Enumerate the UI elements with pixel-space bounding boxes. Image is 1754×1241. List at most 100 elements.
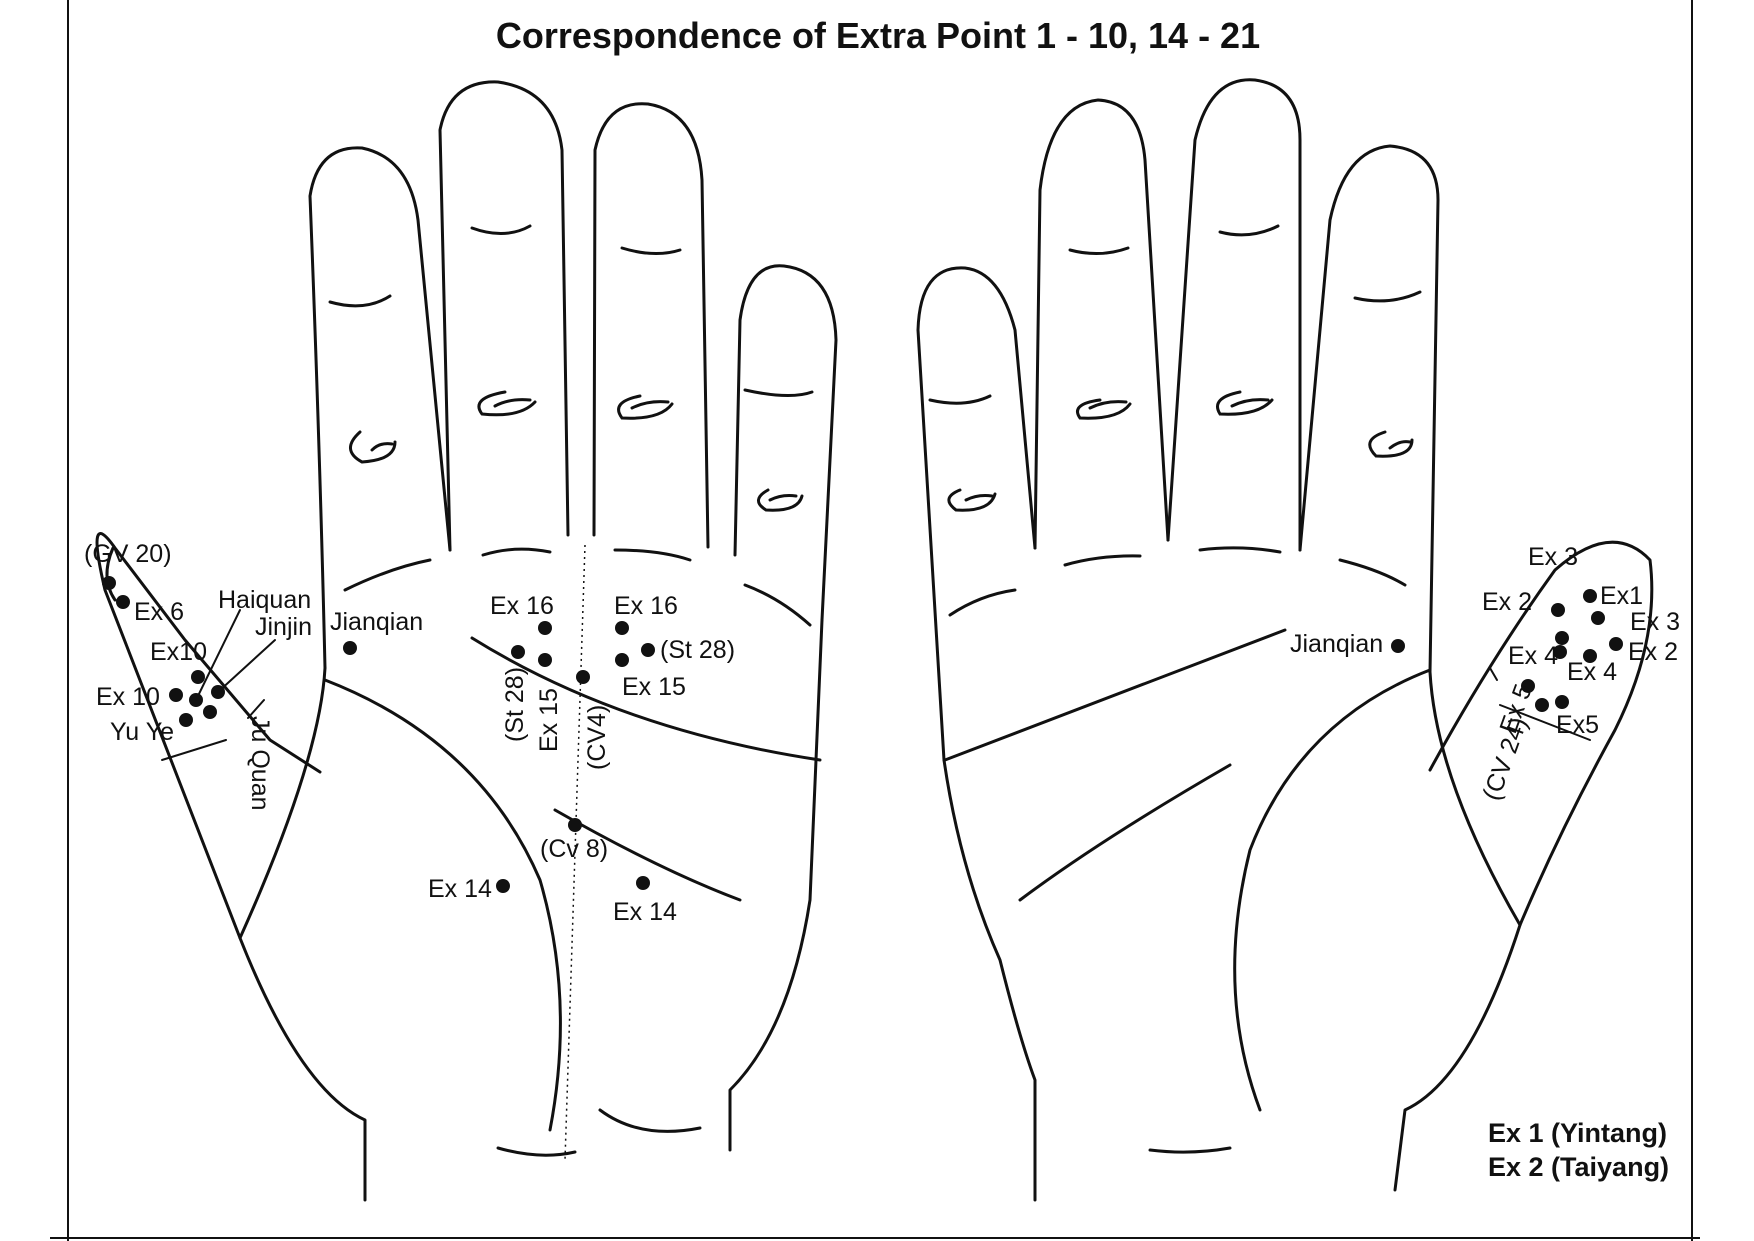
left-point-yu-ye xyxy=(179,713,193,727)
right-label-ex3-top: Ex 3 xyxy=(1528,543,1578,571)
left-label-cv4: (CV4) xyxy=(583,705,611,770)
right-middle-knuckle xyxy=(1216,390,1274,416)
right-label-cv24: (CV 24) xyxy=(1477,714,1533,805)
right-label-ex5-right: Ex5 xyxy=(1556,711,1599,739)
right-wrist-crease-1 xyxy=(1148,1146,1232,1154)
right-thumb-crease-1 xyxy=(1499,704,1591,741)
right-point-ex2-left xyxy=(1555,631,1569,645)
left-label-yu-ye: Yu Ye xyxy=(110,718,174,746)
left-label-ju-quan: Ju Quan xyxy=(246,716,274,811)
page-title: Correspondence of Extra Point 1 - 10, 14… xyxy=(496,15,1260,56)
left-ring-finger xyxy=(592,102,710,549)
left-point-cv4 xyxy=(576,670,590,684)
legend-line-2: Ex 2 (Taiyang) xyxy=(1488,1152,1669,1182)
right-label-ex1: Ex1 xyxy=(1600,582,1643,610)
left-label-ex15-left: Ex 15 xyxy=(535,688,563,752)
right-little-knuckle xyxy=(947,488,997,512)
right-label-ex4-right: Ex 4 xyxy=(1567,658,1617,686)
left-point-ex16-left xyxy=(538,621,552,635)
right-point-ex3-left xyxy=(1551,603,1565,617)
left-point-st28-left xyxy=(511,645,525,659)
legend-line-1: Ex 1 (Yintang) xyxy=(1488,1118,1667,1148)
right-middle-finger xyxy=(1166,78,1302,552)
left-point-ex6 xyxy=(116,595,130,609)
left-point-ex10-lower xyxy=(169,688,183,702)
right-palm-left-edge xyxy=(942,758,1037,1202)
left-little-nail xyxy=(743,388,814,398)
right-head-line xyxy=(1233,668,1432,1112)
left-thumb-cap xyxy=(105,546,117,602)
left-thumb-crease-2 xyxy=(247,699,265,719)
right-point-ex2-right xyxy=(1609,637,1623,651)
right-ring-nail xyxy=(1068,246,1130,255)
left-label-ex16-left: Ex 16 xyxy=(490,592,554,620)
left-hand: (GV 20) Ex 6 Haiquan Jinjin Ex10 Ex 10 Y… xyxy=(84,80,838,1202)
right-point-cv24 xyxy=(1555,695,1569,709)
right-label-jianqian: Jianqian xyxy=(1290,630,1383,658)
left-head-line xyxy=(323,678,562,1132)
left-upper-base-crease-2 xyxy=(481,547,552,557)
right-middle-nail xyxy=(1218,224,1280,237)
left-palm-left-edge xyxy=(238,666,367,1202)
left-label-cv8: (Cv 8) xyxy=(540,835,608,863)
left-point-ex10-upper xyxy=(191,670,205,684)
left-label-ex15-right: Ex 15 xyxy=(622,673,686,701)
left-haiquan-leader xyxy=(195,609,241,701)
left-label-ex14-left: Ex 14 xyxy=(428,875,492,903)
left-label-jianqian: Jianqian xyxy=(330,608,423,636)
left-little-finger xyxy=(733,264,838,622)
right-upper-base-crease-4 xyxy=(1338,558,1407,587)
left-label-st28-left: (St 28) xyxy=(501,667,529,742)
left-wrist-crease-2 xyxy=(598,1108,702,1133)
left-middle-knuckle xyxy=(477,390,537,417)
left-point-ex14-left xyxy=(496,879,510,893)
left-upper-base-crease-4 xyxy=(743,583,812,627)
right-label-ex4-left: Ex 4 xyxy=(1508,642,1558,670)
right-hand: Jianqian Ex 3 Ex 2 Ex1 Ex 3 Ex 2 Ex 4 Ex… xyxy=(916,78,1680,1202)
right-point-ex5-upper xyxy=(1521,679,1535,693)
right-point-ex3-right xyxy=(1591,611,1605,625)
right-point-jianqian xyxy=(1391,639,1405,653)
right-point-ex5-lower xyxy=(1535,698,1549,712)
left-ring-nail xyxy=(620,246,682,255)
right-label-ex3-right: Ex 3 xyxy=(1630,608,1680,636)
left-midline-dotted xyxy=(564,544,586,1161)
left-thumb-crease-1 xyxy=(161,739,227,761)
left-point-cv8 xyxy=(568,818,582,832)
right-label-ex2-left: Ex 2 xyxy=(1482,588,1532,616)
left-label-st28-right: (St 28) xyxy=(660,636,735,664)
right-thumb-crease-2 xyxy=(1489,667,1498,681)
left-point-ex15-left xyxy=(538,653,552,667)
left-index-finger xyxy=(308,146,452,670)
left-index-nail xyxy=(328,294,392,308)
left-little-knuckle xyxy=(757,488,804,512)
right-upper-base-crease-1 xyxy=(948,588,1017,617)
right-ring-finger xyxy=(1033,98,1170,550)
left-jinjin-leader xyxy=(217,639,276,693)
right-life-line xyxy=(1018,763,1232,902)
left-heart-line xyxy=(470,636,822,762)
left-label-ex10-upper: Ex10 xyxy=(150,638,207,666)
left-middle-nail xyxy=(470,224,532,235)
right-upper-base-crease-2 xyxy=(1063,554,1142,567)
right-point-ex4-right xyxy=(1583,649,1597,663)
right-label-ex2-right: Ex 2 xyxy=(1628,638,1678,666)
right-thumb-outline xyxy=(1428,540,1654,927)
left-point-ex14-right xyxy=(636,876,650,890)
right-upper-base-crease-3 xyxy=(1198,546,1282,554)
right-index-nail xyxy=(1353,290,1422,303)
right-ring-knuckle xyxy=(1076,398,1132,420)
left-point-jianqian xyxy=(343,641,357,655)
right-little-nail xyxy=(928,394,992,405)
left-upper-base-crease-1 xyxy=(343,558,432,592)
right-point-ex1 xyxy=(1583,589,1597,603)
left-point-ex15-right xyxy=(615,653,629,667)
left-thumb-outline xyxy=(95,532,322,940)
right-index-finger xyxy=(1298,144,1440,674)
right-index-knuckle xyxy=(1368,430,1414,458)
left-label-ex6: Ex 6 xyxy=(134,598,184,626)
left-label-haiquan: Haiquan xyxy=(218,586,311,614)
left-label-ex16-right: Ex 16 xyxy=(614,592,678,620)
left-label-gv20: (GV 20) xyxy=(84,540,172,568)
